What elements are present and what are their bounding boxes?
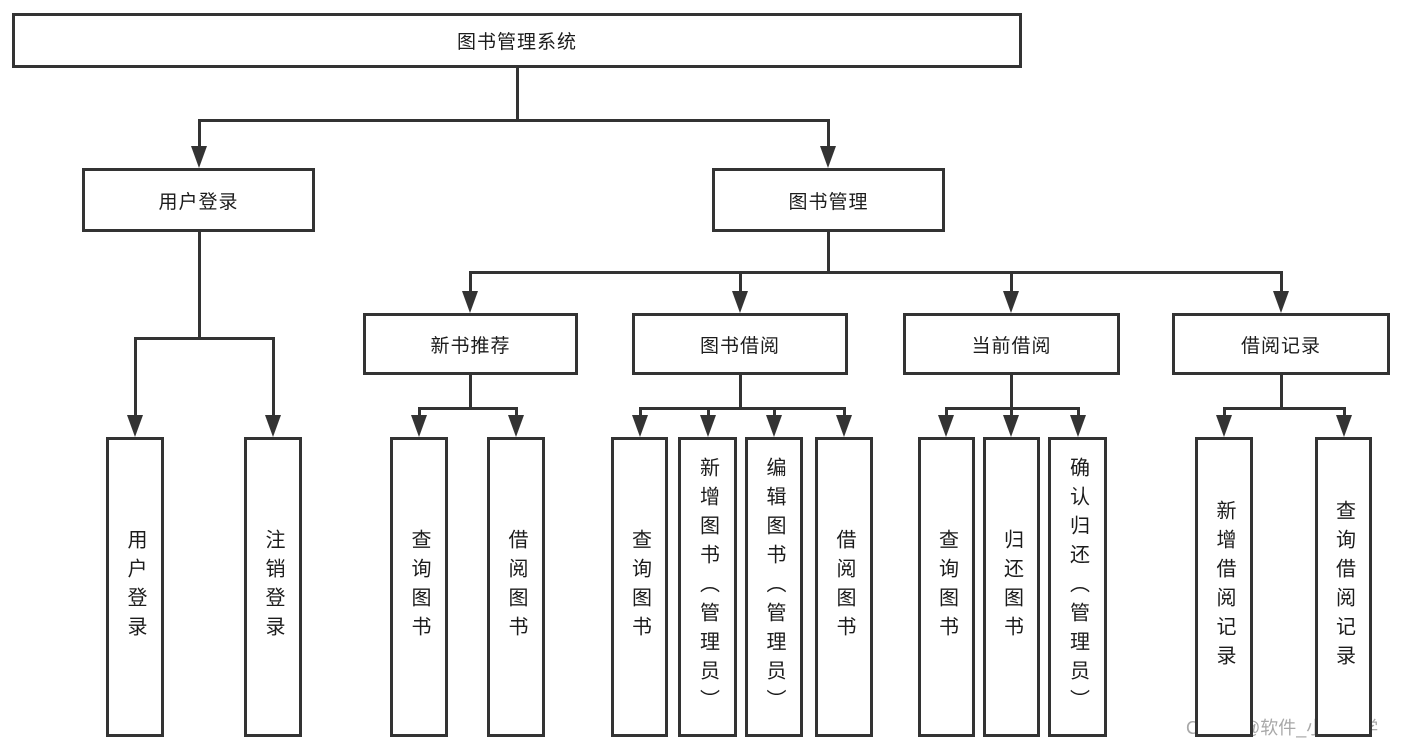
edge-drop: [417, 407, 421, 417]
node-label: 注销登录: [262, 529, 284, 645]
arrowhead-icon: [1003, 415, 1019, 437]
edge-drop: [1009, 407, 1013, 417]
node-label: 新增借阅记录: [1213, 500, 1235, 674]
arrowhead-icon: [508, 415, 524, 437]
edge-drop: [197, 119, 201, 148]
edge-drop: [1076, 407, 1080, 417]
edge-drop: [514, 407, 518, 417]
node-logout: 注销登录: [244, 437, 302, 737]
node-label: 图书借阅: [699, 335, 780, 357]
node-label: 查询借阅记录: [1332, 500, 1355, 674]
node-cb-return-book: 归还图书: [983, 437, 1040, 737]
node-bb-edit-book: 编辑图书（管理员）: [745, 437, 803, 737]
arrowhead-icon: [1003, 291, 1019, 313]
arrowhead-icon: [836, 415, 852, 437]
edge-drop: [133, 337, 137, 417]
node-cb-confirm: 确认归还（管理员）: [1048, 437, 1107, 737]
arrowhead-icon: [732, 291, 748, 313]
arrowhead-icon: [265, 415, 281, 437]
arrowhead-icon: [191, 146, 207, 168]
edge-parent-stub: [826, 232, 830, 274]
edge-drop: [826, 119, 830, 148]
node-rec-query-book: 查询图书: [390, 437, 448, 737]
arrowhead-icon: [1070, 415, 1086, 437]
node-user-login: 用户登录: [82, 168, 315, 232]
edge-drop: [706, 407, 710, 417]
node-rec-borrow-book: 借阅图书: [487, 437, 545, 737]
arrowhead-icon: [462, 291, 478, 313]
node-bb-add-book: 新增图书（管理员）: [678, 437, 737, 737]
node-label: 查询图书: [935, 529, 958, 645]
arrowhead-icon: [820, 146, 836, 168]
node-bb-borrow-book: 借阅图书: [815, 437, 873, 737]
edge-drop: [842, 407, 846, 417]
node-br-add-record: 新增借阅记录: [1195, 437, 1253, 737]
edge-bar: [638, 407, 846, 410]
arrowhead-icon: [766, 415, 782, 437]
edge-drop: [1279, 271, 1283, 293]
arrowhead-icon: [411, 415, 427, 437]
node-label: 图书管理系统: [456, 32, 577, 53]
edge-bar: [133, 337, 275, 340]
node-label: 用户登录: [124, 529, 146, 645]
arrowhead-icon: [632, 415, 648, 437]
node-br-query-record: 查询借阅记录: [1315, 437, 1372, 737]
node-current-borrow: 当前借阅: [903, 313, 1120, 375]
edge-parent-stub: [468, 375, 472, 410]
edge-drop: [1342, 407, 1346, 417]
edge-drop: [772, 407, 776, 417]
node-label: 借阅图书: [505, 529, 527, 645]
edge-drop: [1222, 407, 1226, 417]
edge-parent-stub: [738, 375, 742, 410]
node-label: 查询图书: [408, 529, 430, 645]
node-login: 用户登录: [106, 437, 164, 737]
edge-drop: [944, 407, 948, 417]
node-new-book-rec: 新书推荐: [363, 313, 578, 375]
node-label: 用户登录: [158, 191, 239, 213]
node-book-mgmt: 图书管理: [712, 168, 945, 232]
node-label: 新书推荐: [430, 335, 511, 357]
edge-drop: [271, 337, 275, 417]
edge-bar: [468, 271, 1283, 274]
edge-bar: [197, 119, 830, 122]
edge-drop: [638, 407, 642, 417]
edge-parent-stub: [1279, 375, 1283, 410]
arrowhead-icon: [1216, 415, 1232, 437]
node-label: 借阅记录: [1240, 335, 1321, 357]
edge-bar: [417, 407, 518, 410]
edge-parent-stub: [197, 232, 201, 340]
node-bb-query-book: 查询图书: [611, 437, 668, 737]
node-label: 新增图书（管理员）: [696, 456, 719, 718]
edge-drop: [738, 271, 742, 293]
arrowhead-icon: [700, 415, 716, 437]
arrowhead-icon: [1273, 291, 1289, 313]
arrowhead-icon: [127, 415, 143, 437]
node-label: 借阅图书: [833, 529, 855, 645]
edge-parent-stub: [515, 68, 519, 122]
node-book-borrow: 图书借阅: [632, 313, 848, 375]
node-label: 当前借阅: [971, 335, 1052, 357]
node-label: 查询图书: [628, 529, 651, 645]
node-label: 图书管理: [788, 191, 869, 213]
arrowhead-icon: [1336, 415, 1352, 437]
edge-drop: [1009, 271, 1013, 293]
node-label: 确认归还（管理员）: [1066, 456, 1089, 718]
edge-bar: [1222, 407, 1346, 410]
node-cb-query-book: 查询图书: [918, 437, 975, 737]
node-label: 归还图书: [1000, 529, 1023, 645]
edge-parent-stub: [1009, 375, 1013, 410]
node-label: 编辑图书（管理员）: [763, 456, 785, 718]
node-root: 图书管理系统: [12, 13, 1022, 68]
node-borrow-records: 借阅记录: [1172, 313, 1390, 375]
arrowhead-icon: [938, 415, 954, 437]
edge-drop: [468, 271, 472, 293]
